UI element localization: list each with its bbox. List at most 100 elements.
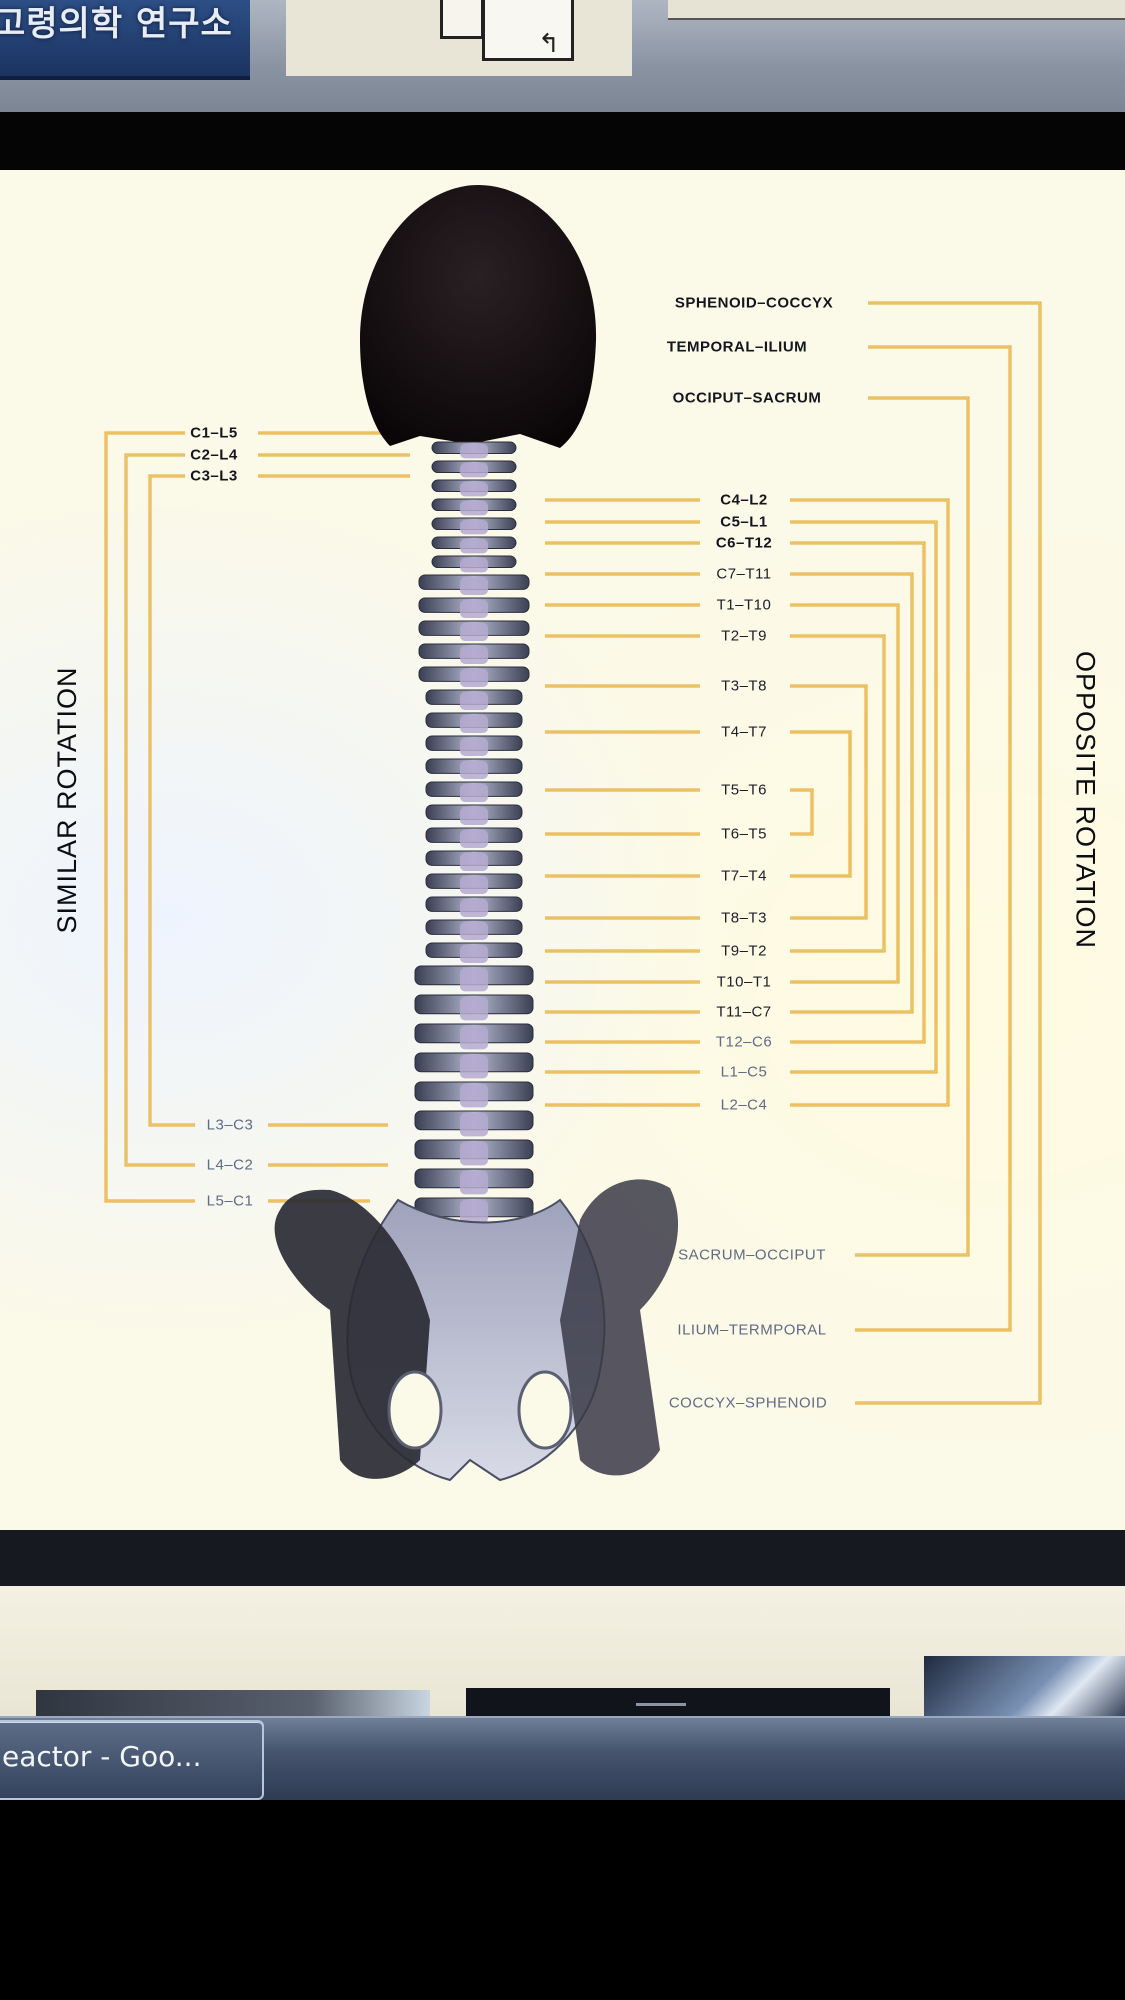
opposite-cranial-bracket-2-hl (855, 346, 1011, 1331)
vertebra-body-21 (460, 876, 488, 894)
vertebra-body-28 (460, 1055, 488, 1079)
vertebra-body-13 (460, 692, 488, 710)
opposite-spinal-bracket-2-hl (790, 521, 937, 1073)
opposite-spinal-bracket-7-hl (790, 685, 867, 919)
screen-bezel-top (0, 112, 1125, 172)
opposite-label-coccyx: COCCYX–SPHENOID (668, 1394, 828, 1412)
opposite-label-c6: C6–T12 (715, 534, 773, 552)
similar-bracket-3-hl (149, 475, 195, 1126)
opposite-label-sphenoid: SPHENOID–COCCYX (674, 294, 834, 312)
opposite-spinal-bracket-3 (790, 541, 926, 1044)
opposite-label-t4: T4–T7 (721, 723, 767, 741)
taskbar-tab-label: eactor - Goo... (2, 1740, 202, 1773)
vertebra-body-19 (460, 830, 488, 848)
opposite-rotation-title: OPPOSITE ROTATION (1070, 650, 1101, 950)
vertebra-body-3 (460, 482, 488, 497)
related-thumbnail-1[interactable] (36, 1690, 430, 1720)
skull-shape (360, 185, 597, 448)
opposite-spinal-bracket-6 (790, 634, 886, 953)
vertebra-body-11 (460, 646, 488, 664)
related-thumbnail-2[interactable]: ▬▬▬▬▬ (466, 1688, 890, 1720)
similar-label-c3: C3–L3 (190, 467, 238, 485)
vertebra-body-23 (460, 922, 488, 940)
vertebra-body-26 (460, 997, 488, 1021)
vertebra-body-17 (460, 784, 488, 802)
return-arrow-icon: ↰ (538, 28, 560, 58)
similar-bracket-2 (124, 453, 195, 1167)
spine-illustration (274, 185, 679, 1482)
document-icon (440, 0, 484, 39)
vertebra-body-10 (460, 623, 488, 641)
top-right-strip (668, 0, 1125, 20)
opposite-label-sacrum: SACRUM–OCCIPUT (678, 1246, 826, 1264)
vertebra-body-22 (460, 899, 488, 917)
vertebra-body-6 (460, 539, 488, 554)
opposite-label-occiput: OCCIPUT–SACRUM (672, 389, 822, 407)
opposite-cranial-bracket-2 (855, 345, 1012, 1332)
opposite-label-t11: T11–C7 (716, 1003, 772, 1021)
opposite-spinal-bracket-9-hl (790, 789, 813, 835)
opposite-label-l2: L2–C4 (720, 1096, 768, 1114)
vertebra-body-14 (460, 715, 488, 733)
opposite-label-t3: T3–T8 (721, 677, 767, 695)
opposite-label-t10: T10–T1 (716, 973, 772, 991)
vertebra-body-7 (460, 558, 488, 573)
opposite-label-t8: T8–T3 (721, 909, 767, 927)
opposite-label-t7: T7–T4 (721, 867, 767, 885)
opposite-spinal-bracket-5-hl (790, 604, 899, 983)
similar-bracket-2-hl (125, 454, 195, 1166)
vertebra-body-1 (460, 444, 488, 459)
opposite-label-t1: T1–T10 (716, 596, 772, 614)
vertebra-body-5 (460, 520, 488, 535)
window-icon (482, 0, 574, 61)
opposite-label-l1: L1–C5 (720, 1063, 768, 1081)
vertebra-body-18 (460, 807, 488, 825)
vertebra-body-30 (460, 1113, 488, 1137)
opposite-cranial-bracket-3-hl (855, 397, 969, 1256)
diagram-canvas (104, 185, 1042, 1482)
vertebra-body-16 (460, 761, 488, 779)
opposite-label-c7: C7–T11 (716, 565, 772, 583)
similar-label-c1: C1–L5 (190, 424, 238, 442)
similar-label-l4: L4–C2 (206, 1156, 254, 1174)
left-obturator-foramen (387, 1370, 443, 1450)
vertebra-body-2 (460, 463, 488, 478)
opposite-spinal-bracket-5 (790, 603, 900, 984)
opposite-spinal-bracket-7 (790, 684, 868, 920)
opposite-spinal-bracket-3-hl (790, 542, 925, 1043)
taskbar-browser-tab[interactable]: eactor - Goo... (0, 1720, 264, 1800)
opposite-label-t12: T12–C6 (715, 1033, 773, 1051)
vertebra-body-8 (460, 577, 488, 595)
similar-label-l5: L5–C1 (206, 1192, 254, 1210)
below-screen-area (0, 1800, 1125, 2000)
vertebra-body-27 (460, 1026, 488, 1050)
opposite-spinal-bracket-6-hl (790, 635, 885, 952)
vertebra-body-32 (460, 1171, 488, 1195)
vertebra-body-9 (460, 600, 488, 618)
vertebra-body-20 (460, 853, 488, 871)
opposite-spinal-bracket-9 (790, 788, 814, 836)
opposite-spinal-bracket-1-hl (790, 499, 949, 1106)
opposite-label-t5: T5–T6 (721, 781, 767, 799)
leader-lines (104, 301, 1042, 1405)
vertebra-body-25 (460, 968, 488, 992)
similar-bracket-1-hl (105, 432, 195, 1202)
vertebra-body-29 (460, 1084, 488, 1108)
top-thumbnail[interactable]: ↰ (286, 0, 632, 76)
right-ilium-shape (560, 1179, 679, 1476)
vertebra-body-33 (460, 1200, 488, 1224)
opposite-spinal-bracket-8 (790, 730, 852, 878)
screen-bezel-bottom (0, 1530, 1125, 1586)
opposite-cranial-bracket-1-hl (855, 302, 1041, 1404)
vertebra-body-12 (460, 669, 488, 687)
site-banner[interactable]: 고령의학 연구소 (0, 0, 250, 80)
right-obturator-foramen (517, 1370, 573, 1450)
vertebra-body-4 (460, 501, 488, 516)
opposite-label-t6: T6–T5 (721, 825, 767, 843)
site-banner-title: 고령의학 연구소 (0, 4, 233, 44)
related-thumbnail-3[interactable] (924, 1656, 1125, 1720)
vertebra-body-31 (460, 1142, 488, 1166)
opposite-label-temporal: TEMPORAL–ILIUM (666, 338, 808, 356)
similar-label-c2: C2–L4 (190, 446, 238, 464)
opposite-label-ilium: ILIUM–TERMPORAL (677, 1321, 827, 1339)
